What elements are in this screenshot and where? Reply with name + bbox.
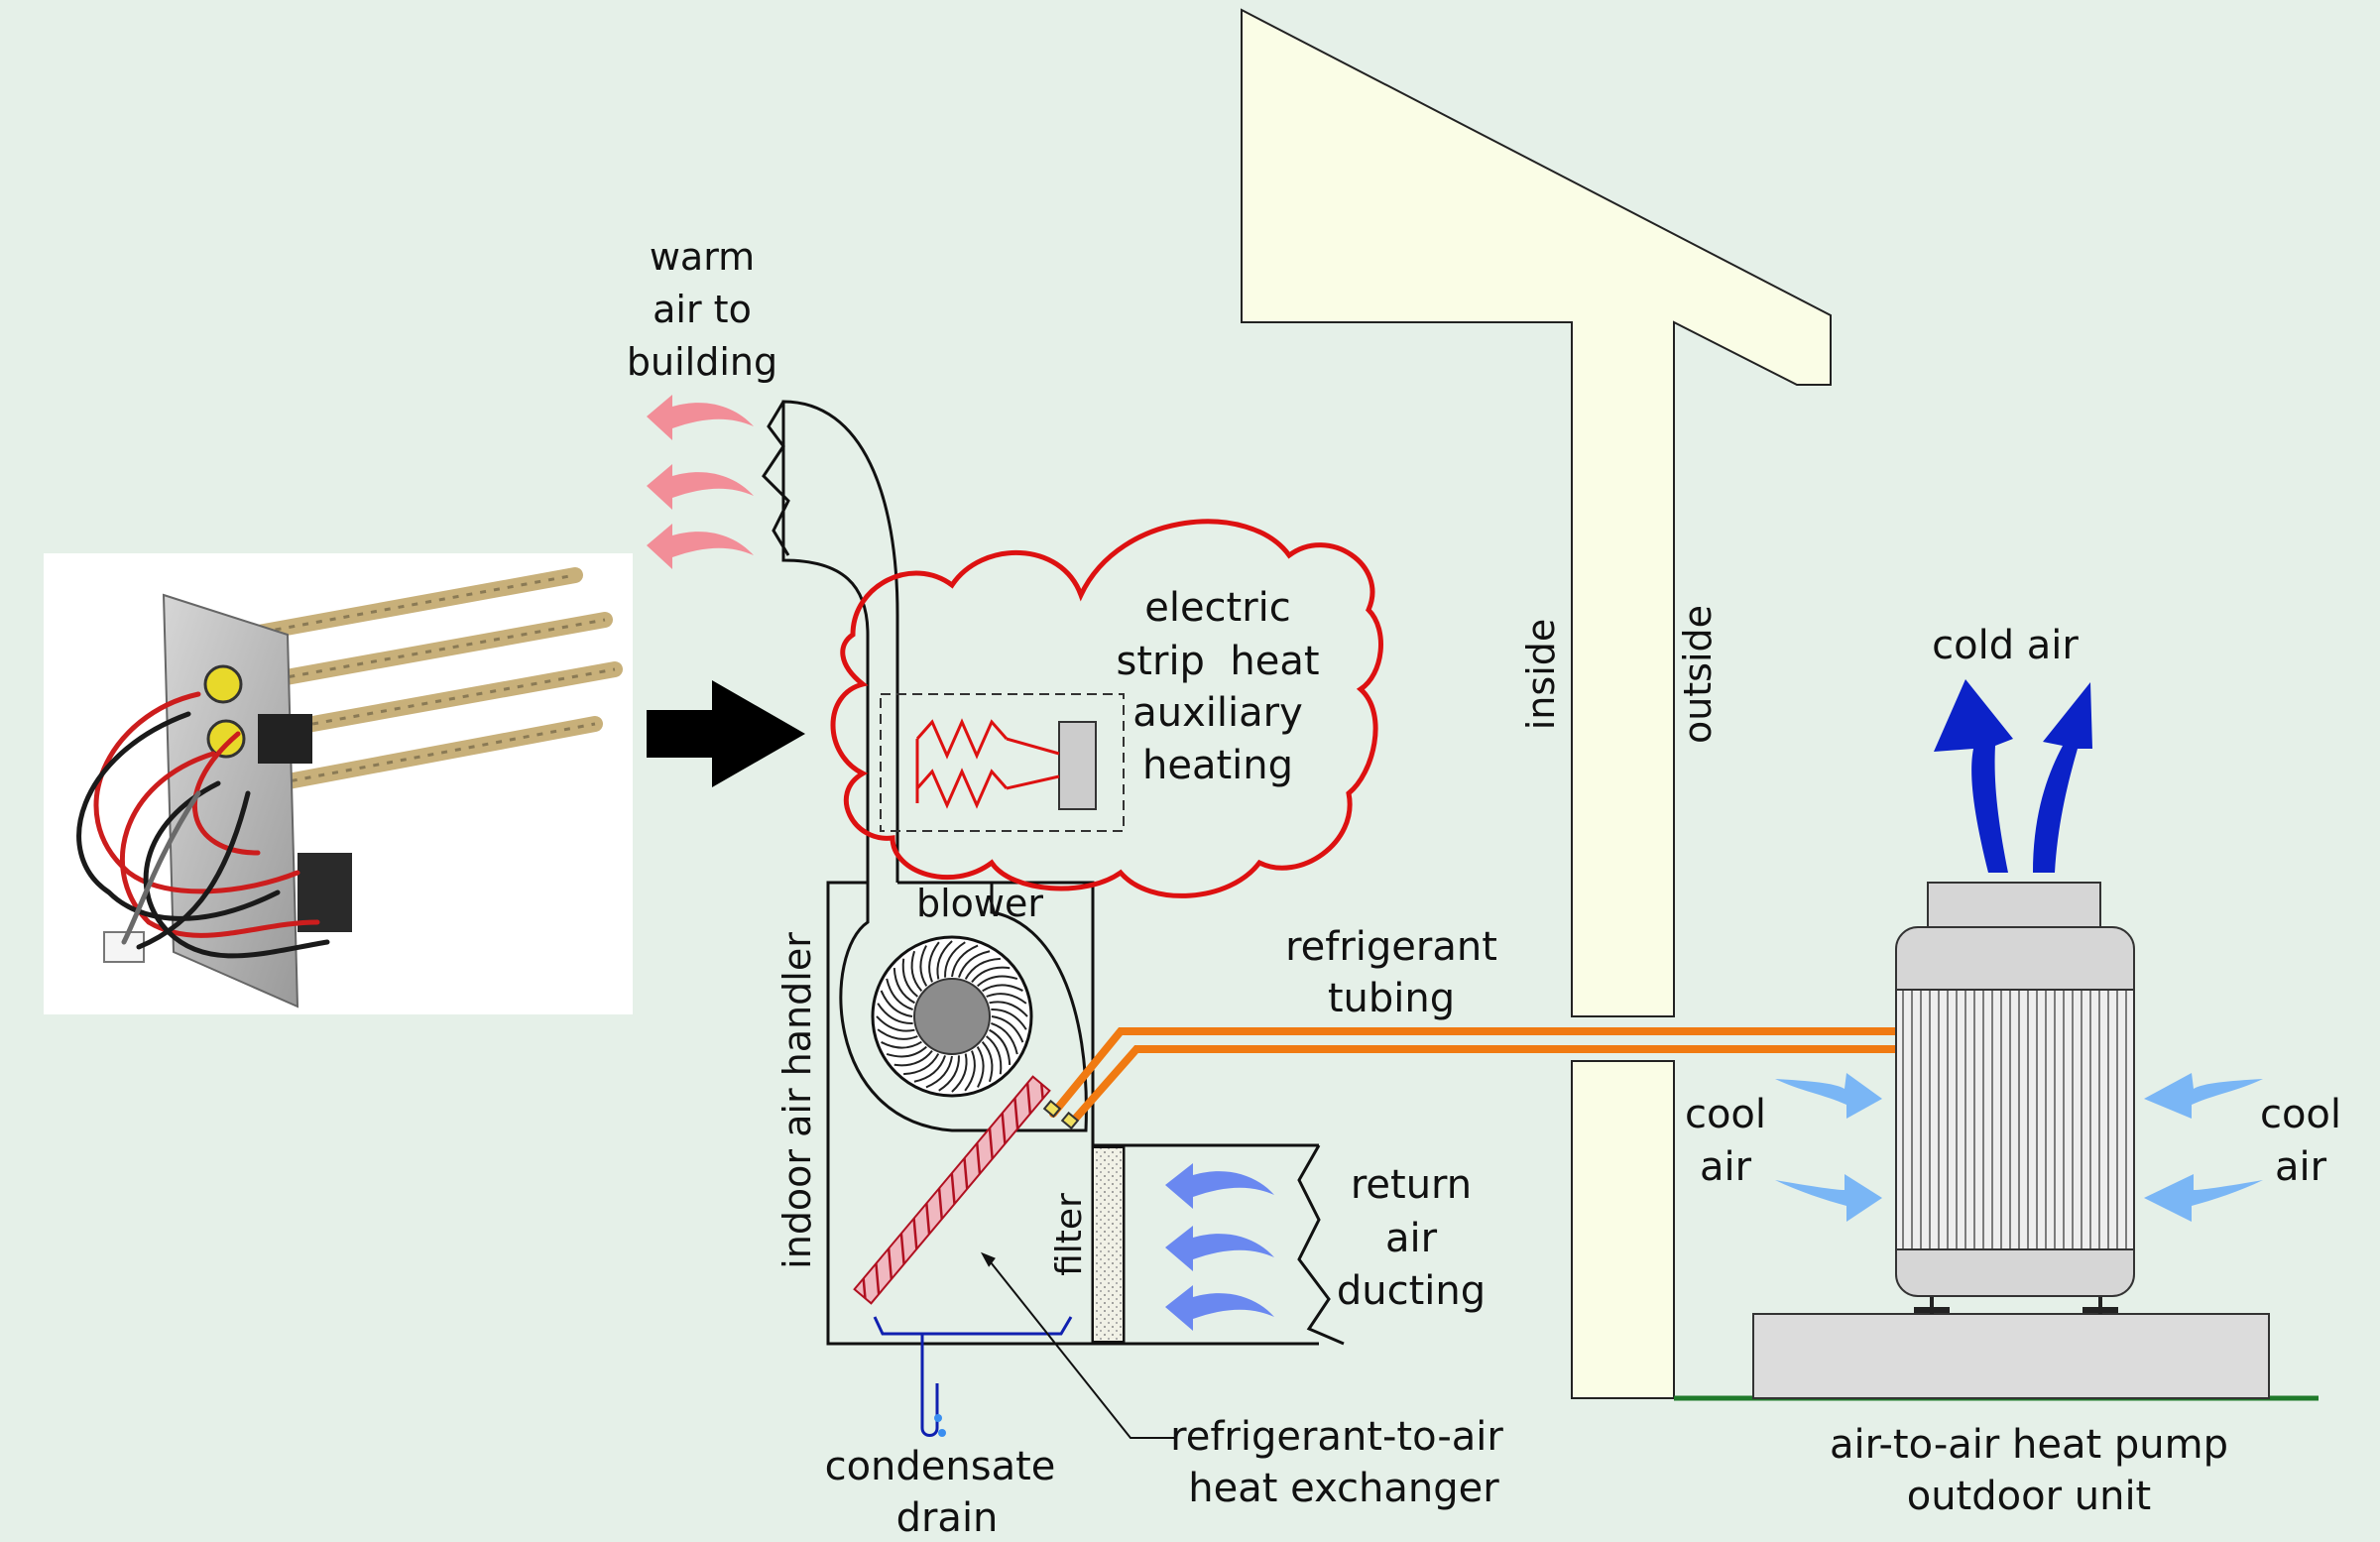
blower-blade	[971, 966, 1011, 983]
blower-blade	[951, 944, 979, 978]
blower-blade	[991, 1021, 1018, 1055]
heat-exchanger-coil	[853, 1075, 1051, 1305]
blower-blade	[977, 975, 1018, 988]
warm-air-arrows	[647, 395, 754, 569]
blower-blade	[910, 950, 923, 992]
cool-air-right-label-1: cool	[2260, 1092, 2341, 1137]
blower-blade	[913, 1055, 947, 1083]
blower-blade	[989, 1028, 1012, 1065]
electric-heater-photo	[44, 553, 633, 1014]
electric-strip-label-4: heating	[1142, 743, 1293, 788]
drip-pan	[873, 1316, 1073, 1336]
cool-air-arrows-right	[2144, 1073, 2263, 1222]
return-air-arrows	[1165, 1163, 1274, 1331]
blower-blade	[964, 957, 1001, 980]
blower-blade	[919, 945, 928, 987]
condensate-label-1: condensate	[825, 1444, 1056, 1489]
heat-exchanger-pointer-head	[980, 1251, 996, 1267]
refrigerant-tubing-label-2: tubing	[1328, 976, 1455, 1021]
warm-air-label-3: building	[627, 340, 777, 384]
blower-blade	[986, 1035, 1003, 1075]
heat-exchanger-pointer	[986, 1256, 1175, 1439]
blower-blade	[892, 968, 915, 1005]
pointer-arrow	[647, 680, 805, 787]
blower-blade	[880, 990, 913, 1017]
blower-blade	[886, 1045, 927, 1058]
outdoor-unit-label-1: air-to-air heat pump	[1830, 1422, 2228, 1468]
blower-blade	[989, 1001, 1028, 1017]
electric-strip-label-3: auxiliary	[1132, 690, 1303, 736]
heating-element	[880, 693, 1125, 832]
water-drops	[934, 1414, 946, 1437]
blower-blade	[991, 1015, 1024, 1043]
blower-blade	[991, 1008, 1027, 1030]
heat-exchanger-label-1: refrigerant-to-air	[1170, 1414, 1503, 1460]
filter-label: filter	[1049, 1193, 1090, 1276]
cool-air-left-label-2: air	[1700, 1144, 1752, 1190]
heat-exchanger-label-2: heat exchanger	[1188, 1466, 1499, 1511]
cool-air-left-label-1: cool	[1685, 1092, 1766, 1137]
outdoor-unit-label-2: outdoor unit	[1907, 1474, 2152, 1519]
blower-blade	[901, 958, 918, 998]
cool-air-right-label-2: air	[2275, 1144, 2327, 1190]
return-air-label-3: ducting	[1337, 1268, 1486, 1314]
blower-wheel	[871, 935, 1033, 1098]
blower-blade	[981, 1041, 994, 1083]
return-air-label-1: return	[1351, 1162, 1472, 1208]
condensate-trap	[920, 1334, 939, 1437]
blower-blade	[944, 941, 966, 978]
inside-label: inside	[1519, 619, 1563, 731]
blower-blade	[957, 950, 991, 978]
cold-air-label: cold air	[1932, 623, 2079, 668]
return-air-label-2: air	[1385, 1216, 1438, 1261]
blower-blade	[876, 1015, 915, 1032]
condensate-label-2: drain	[896, 1495, 999, 1541]
outdoor-unit	[1752, 882, 2270, 1399]
cool-air-arrows-left	[1775, 1073, 1882, 1222]
filter	[1092, 1146, 1125, 1343]
blower-blade	[886, 978, 913, 1011]
blower-label: blower	[916, 882, 1043, 925]
blower-blade	[903, 1053, 940, 1076]
blower-blade	[964, 1050, 976, 1092]
blower-blade	[925, 1055, 953, 1089]
refrigerant-tubing-label-1: refrigerant	[1285, 924, 1497, 970]
cold-air-arrows	[1934, 679, 2092, 873]
electric-strip-label-1: electric	[1144, 585, 1291, 631]
blower-blade	[877, 1028, 918, 1040]
blower-blade	[976, 1046, 985, 1088]
electric-strip-cloud	[830, 519, 1383, 898]
warm-air-label-2: air to	[653, 288, 752, 331]
indoor-air-handler-label: indoor air handler	[775, 932, 819, 1269]
electric-strip-label-2: strip heat	[1116, 639, 1319, 684]
warm-air-label-1: warm	[650, 235, 755, 279]
blower-blade	[936, 940, 953, 980]
outside-label: outside	[1676, 605, 1720, 744]
blower-blade	[951, 1053, 968, 1093]
blower-blade	[877, 1003, 913, 1024]
refrigerant-tubing	[1049, 1027, 1900, 1127]
blower-blade	[986, 993, 1027, 1005]
blower-blade	[928, 941, 940, 983]
blower-blade	[881, 1040, 922, 1049]
blower-blade	[893, 1050, 933, 1067]
building-wall	[1241, 8, 1832, 1399]
tubing-joints	[1042, 1099, 1080, 1130]
blower-blade	[982, 984, 1023, 993]
blower-blade	[938, 1055, 960, 1092]
